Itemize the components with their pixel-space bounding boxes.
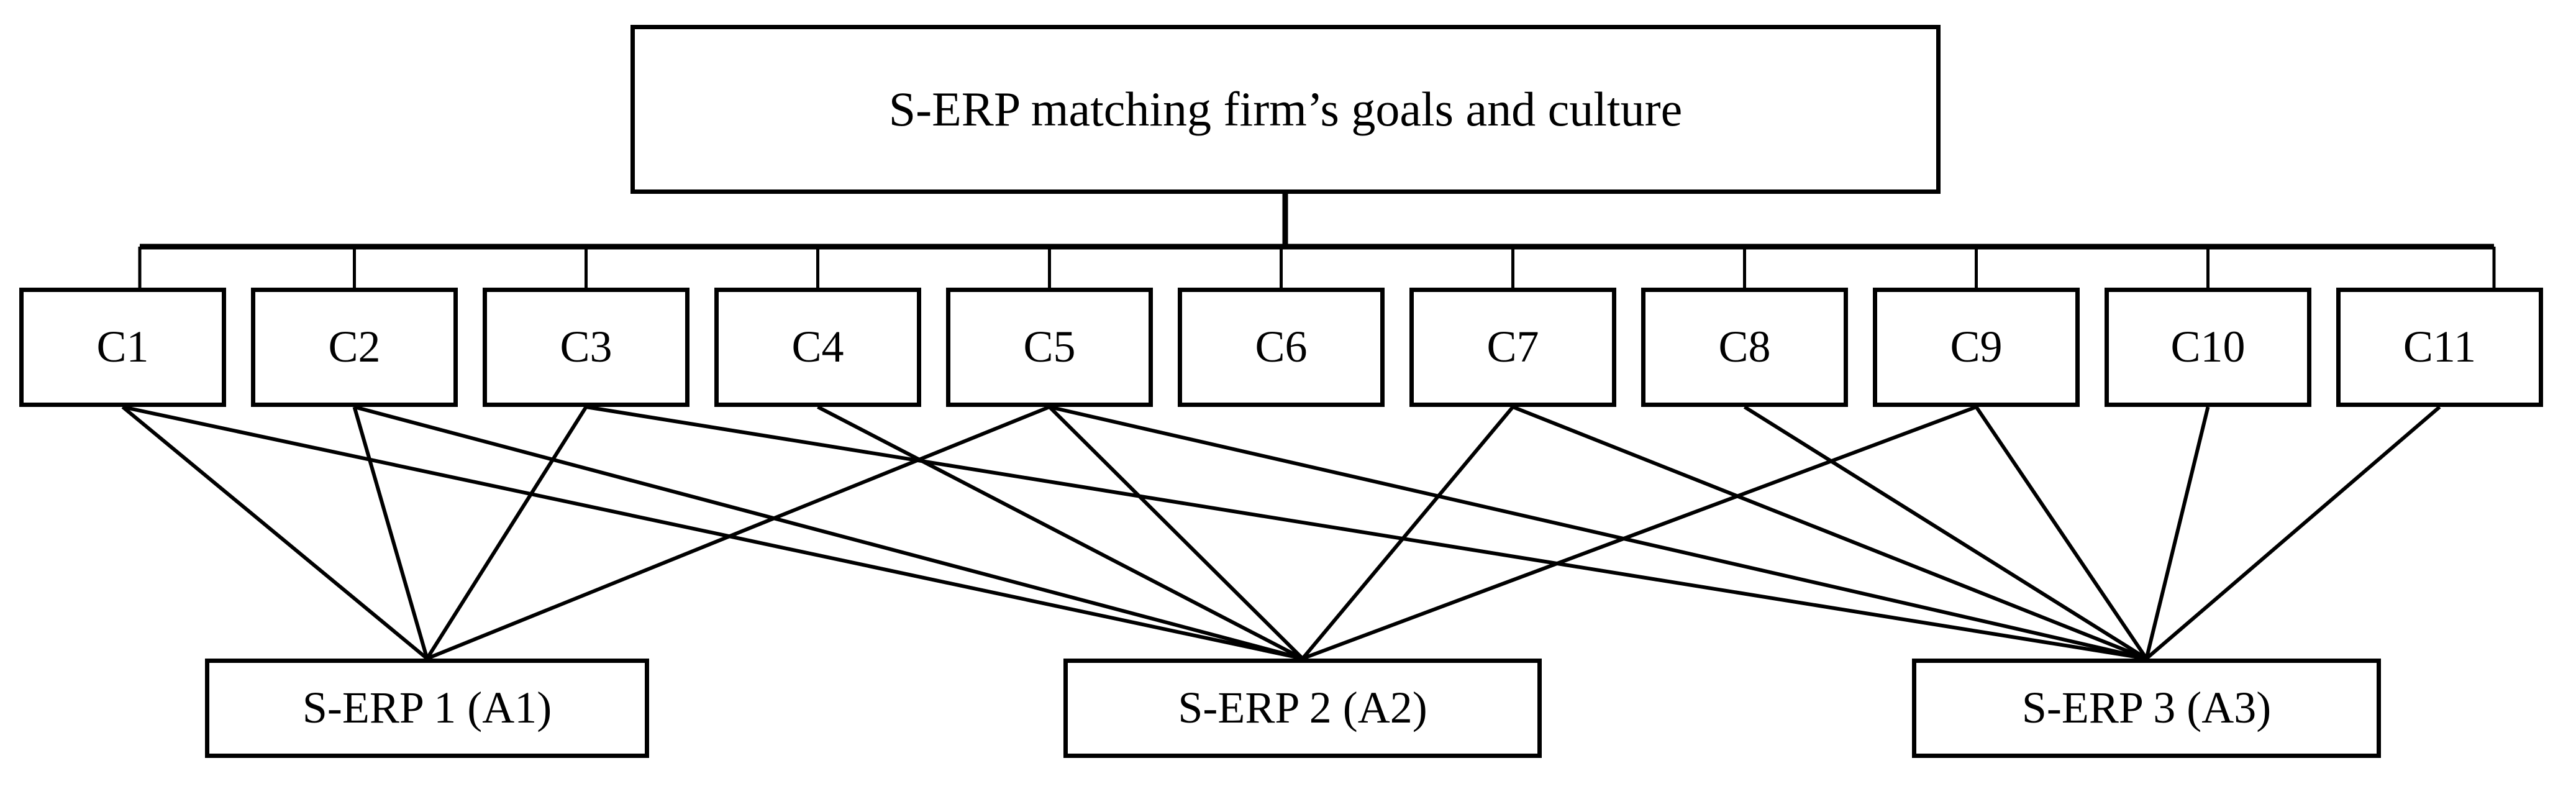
link-c5-to-a3 [1049, 405, 2147, 660]
criterion-label: C3 [560, 322, 612, 372]
link-c5-to-a1 [426, 405, 1050, 660]
alternative-label: S-ERP 2 (A2) [1178, 683, 1427, 733]
link-c2-to-a2 [353, 405, 1303, 660]
alternative-box-a3[interactable]: S-ERP 3 (A3) [1912, 659, 2381, 758]
link-c11-to-a3 [2145, 405, 2441, 660]
link-c3-to-a3 [586, 405, 2147, 660]
criterion-label: C1 [96, 322, 149, 372]
link-c5-to-a2 [1048, 405, 1304, 660]
link-c8-to-a3 [1743, 405, 2148, 660]
criterion-label: C11 [2403, 322, 2477, 372]
criterion-box-c6[interactable]: C6 [1178, 288, 1385, 407]
criterion-box-c5[interactable]: C5 [946, 288, 1153, 407]
link-c2-to-a1 [352, 406, 429, 659]
criteria-to-alternatives-links [121, 405, 2441, 660]
link-c7-to-a3 [1512, 405, 2147, 660]
criterion-box-c8[interactable]: C8 [1641, 288, 1848, 407]
criterion-box-c4[interactable]: C4 [714, 288, 921, 407]
link-c7-to-a2 [1301, 406, 1514, 660]
criterion-label: C5 [1023, 322, 1076, 372]
goal-to-criteria-bus [138, 194, 2496, 288]
criterion-label: C9 [1950, 322, 2003, 372]
criterion-label: C4 [791, 322, 844, 372]
link-c4-to-a2 [817, 405, 1304, 660]
link-c1-to-a2 [122, 405, 1303, 660]
link-c1-to-a1 [121, 405, 429, 660]
criterion-box-c1[interactable]: C1 [19, 288, 226, 407]
goal-label: S-ERP matching firm’s goals and culture [888, 82, 1683, 137]
alternative-box-a2[interactable]: S-ERP 2 (A2) [1063, 659, 1542, 758]
link-c3-to-a1 [425, 406, 588, 660]
criterion-label: C6 [1255, 322, 1308, 372]
criterion-box-c7[interactable]: C7 [1409, 288, 1616, 407]
criterion-box-c11[interactable]: C11 [2336, 288, 2543, 407]
alternative-label: S-ERP 1 (A1) [302, 683, 552, 733]
criterion-label: C2 [328, 322, 381, 372]
criterion-box-c3[interactable]: C3 [483, 288, 690, 407]
alternative-box-a1[interactable]: S-ERP 1 (A1) [205, 659, 649, 758]
criterion-box-c2[interactable]: C2 [251, 288, 458, 407]
alternative-label: S-ERP 3 (A3) [2021, 683, 2272, 733]
criterion-label: C8 [1718, 322, 1771, 372]
criterion-box-c9[interactable]: C9 [1873, 288, 2080, 407]
criterion-box-c10[interactable]: C10 [2105, 288, 2311, 407]
goal-box[interactable]: S-ERP matching firm’s goals and culture [630, 25, 1941, 194]
link-c9-to-a2 [1301, 405, 1977, 660]
criterion-label: C10 [2170, 322, 2246, 372]
link-c9-to-a3 [1975, 406, 2148, 660]
link-c10-to-a3 [2144, 406, 2210, 659]
criterion-label: C7 [1486, 322, 1539, 372]
